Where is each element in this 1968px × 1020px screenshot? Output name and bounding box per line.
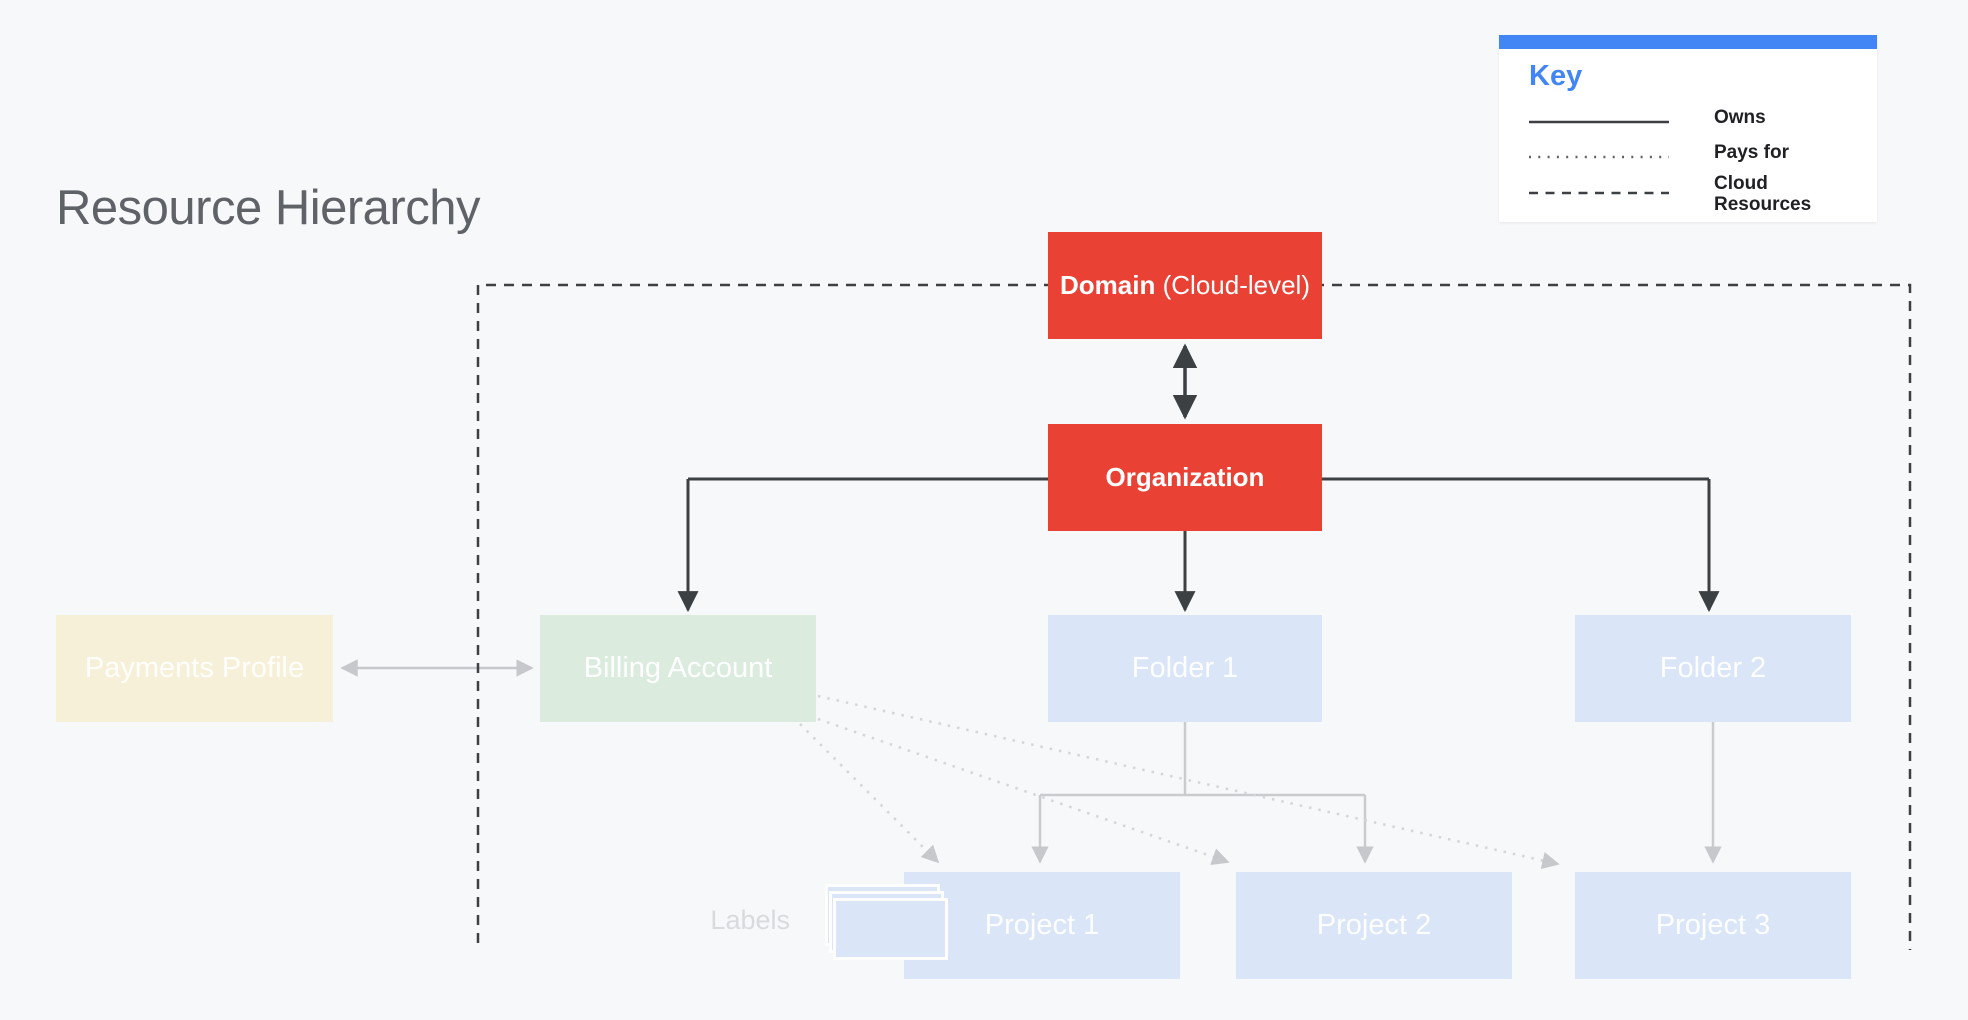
labels-caption: Labels [710,905,790,935]
key-sample-solid-line [1529,120,1669,124]
domain-label-suffix: (Cloud-level) [1162,270,1310,300]
legend: Key Owns Pays for Cloud Resources [1499,35,1877,222]
node-folder-1: Folder 1 [1048,615,1322,722]
key-label-pays-for: Pays for [1714,142,1789,163]
node-domain: Domain(Cloud-level) [1048,232,1322,339]
node-project-3: Project 3 [1575,872,1851,979]
node-project-2: Project 2 [1236,872,1512,979]
key-sample-dashed-line [1529,191,1669,195]
edge-billing-project2-dotted [817,717,1230,866]
node-project-1: Project 1 [904,872,1180,979]
edge-billing-project1-dotted [799,723,940,864]
labels-stack-icon [825,884,960,969]
key-sample-dotted-line [1529,155,1669,159]
node-billing-account: Billing Account [540,615,816,722]
node-folder-2: Folder 2 [1575,615,1851,722]
domain-label-bold: Domain [1060,270,1156,300]
page-title: Resource Hierarchy [56,181,481,235]
label-card-front [833,898,948,960]
legend-heading: Key [1529,60,1583,92]
edge-folder1-split [1040,722,1365,797]
key-label-cloud-resources: Cloud Resources [1714,173,1812,215]
key-label-owns: Owns [1714,107,1766,128]
node-organization: Organization [1048,424,1322,531]
legend-accent-bar [1499,35,1877,49]
node-payments-profile: Payments Profile [56,615,333,722]
